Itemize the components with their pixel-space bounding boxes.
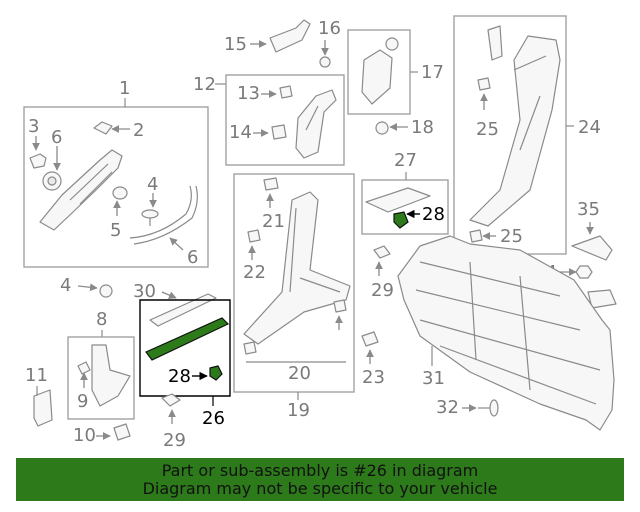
callout-15: 15 — [224, 34, 247, 55]
callout-32: 32 — [436, 397, 459, 418]
callout-21: 21 — [262, 211, 285, 232]
part-a-pillar-trim — [39, 149, 123, 231]
callout-30: 30 — [133, 281, 156, 302]
callout-19: 19 — [287, 400, 310, 421]
part-13-clip — [279, 85, 293, 99]
callout-17: 17 — [421, 62, 444, 83]
part-21-clip — [263, 177, 279, 191]
part-b-pillar-lower — [243, 191, 351, 345]
group-box-26 — [139, 299, 231, 397]
callout-4-bottom: 4 — [60, 275, 71, 296]
group-box-27 — [361, 179, 449, 235]
part-26-scuff-plate-highlight — [145, 317, 230, 361]
part-14-clip — [271, 124, 287, 140]
part-34-nut — [575, 265, 593, 279]
part-6-weatherstrip — [129, 185, 198, 245]
group-box-12 — [225, 74, 345, 166]
callout-10: 10 — [73, 425, 96, 446]
callout-27: 27 — [394, 150, 417, 171]
callout-29-right: 29 — [371, 280, 394, 301]
callout-22: 22 — [243, 262, 266, 283]
group-box-1 — [23, 106, 209, 268]
part-28-clip-left — [209, 365, 223, 381]
callout-18: 18 — [411, 117, 434, 138]
part-9-trim — [77, 344, 131, 407]
callout-16: 16 — [318, 18, 341, 39]
callout-8: 8 — [96, 309, 107, 330]
part-clip-right — [333, 299, 347, 313]
part-5-grommet — [112, 186, 128, 200]
part-10-clip — [113, 423, 131, 441]
part-31-back-panel — [397, 235, 615, 431]
part-b-pillar-upper — [295, 89, 337, 159]
callout-14: 14 — [229, 122, 252, 143]
part-4-pushpin — [141, 209, 159, 226]
part-4-screw — [99, 284, 113, 298]
callout-12: 12 — [193, 74, 216, 95]
banner-line-1: Part or sub-assembly is #26 in diagram — [161, 460, 479, 480]
callout-1: 1 — [119, 78, 130, 99]
part-11-bracket — [33, 389, 53, 427]
callout-7: 6 — [51, 127, 62, 148]
banner-line-2: Diagram may not be specific to your vehi… — [142, 478, 498, 498]
callout-28-left: 28 — [168, 366, 191, 387]
part-22-clip — [247, 229, 261, 243]
callout-23: 23 — [362, 367, 385, 388]
callout-2: 2 — [133, 120, 144, 141]
part-35-trim — [571, 235, 613, 261]
part-30-scuff-plate — [149, 293, 217, 327]
callout-24: 24 — [578, 117, 601, 138]
part-33-bumper — [587, 289, 617, 309]
part-15-bracket — [269, 19, 311, 53]
callout-29-left: 29 — [163, 430, 186, 451]
group-box-8 — [67, 336, 135, 420]
callout-35: 35 — [577, 199, 600, 220]
part-25-clip-top — [477, 77, 491, 91]
part-7-fastener — [42, 171, 62, 191]
part-29-clip-left — [161, 393, 181, 407]
part-27-plate — [365, 187, 431, 213]
callout-25-top: 25 — [476, 119, 499, 140]
part-16-screw — [319, 56, 331, 68]
part-18-screw — [375, 121, 389, 135]
callout-13: 13 — [237, 83, 260, 104]
part-24-d-pillar — [469, 25, 561, 227]
info-banner: Part or sub-assembly is #26 in diagram D… — [16, 458, 624, 501]
callout-28-right: 28 — [422, 204, 445, 225]
callout-26: 26 — [202, 408, 225, 429]
part-28-clip-right — [393, 211, 409, 229]
part-17-handle — [361, 37, 399, 105]
group-box-19 — [233, 173, 355, 393]
part-3-clip — [29, 153, 47, 169]
part-2-clip — [93, 121, 113, 135]
part-clip-bottom — [243, 341, 257, 355]
part-29-clip-right — [373, 245, 391, 259]
callout-25-bottom: 25 — [500, 226, 523, 247]
part-23-clip — [361, 331, 379, 347]
callout-4-top: 4 — [147, 174, 158, 195]
callout-20: 20 — [288, 363, 311, 384]
callout-6: 6 — [187, 247, 198, 268]
part-25-clip-bottom — [469, 229, 483, 243]
callout-11: 11 — [25, 365, 48, 386]
callout-31: 31 — [422, 368, 445, 389]
part-32-pushpin — [478, 399, 499, 417]
callout-9: 9 — [77, 391, 88, 412]
parts-diagram: 1 3 6 2 5 4 6 4 8 — [23, 15, 617, 451]
callout-5: 5 — [110, 220, 121, 241]
callout-3: 3 — [28, 116, 39, 137]
